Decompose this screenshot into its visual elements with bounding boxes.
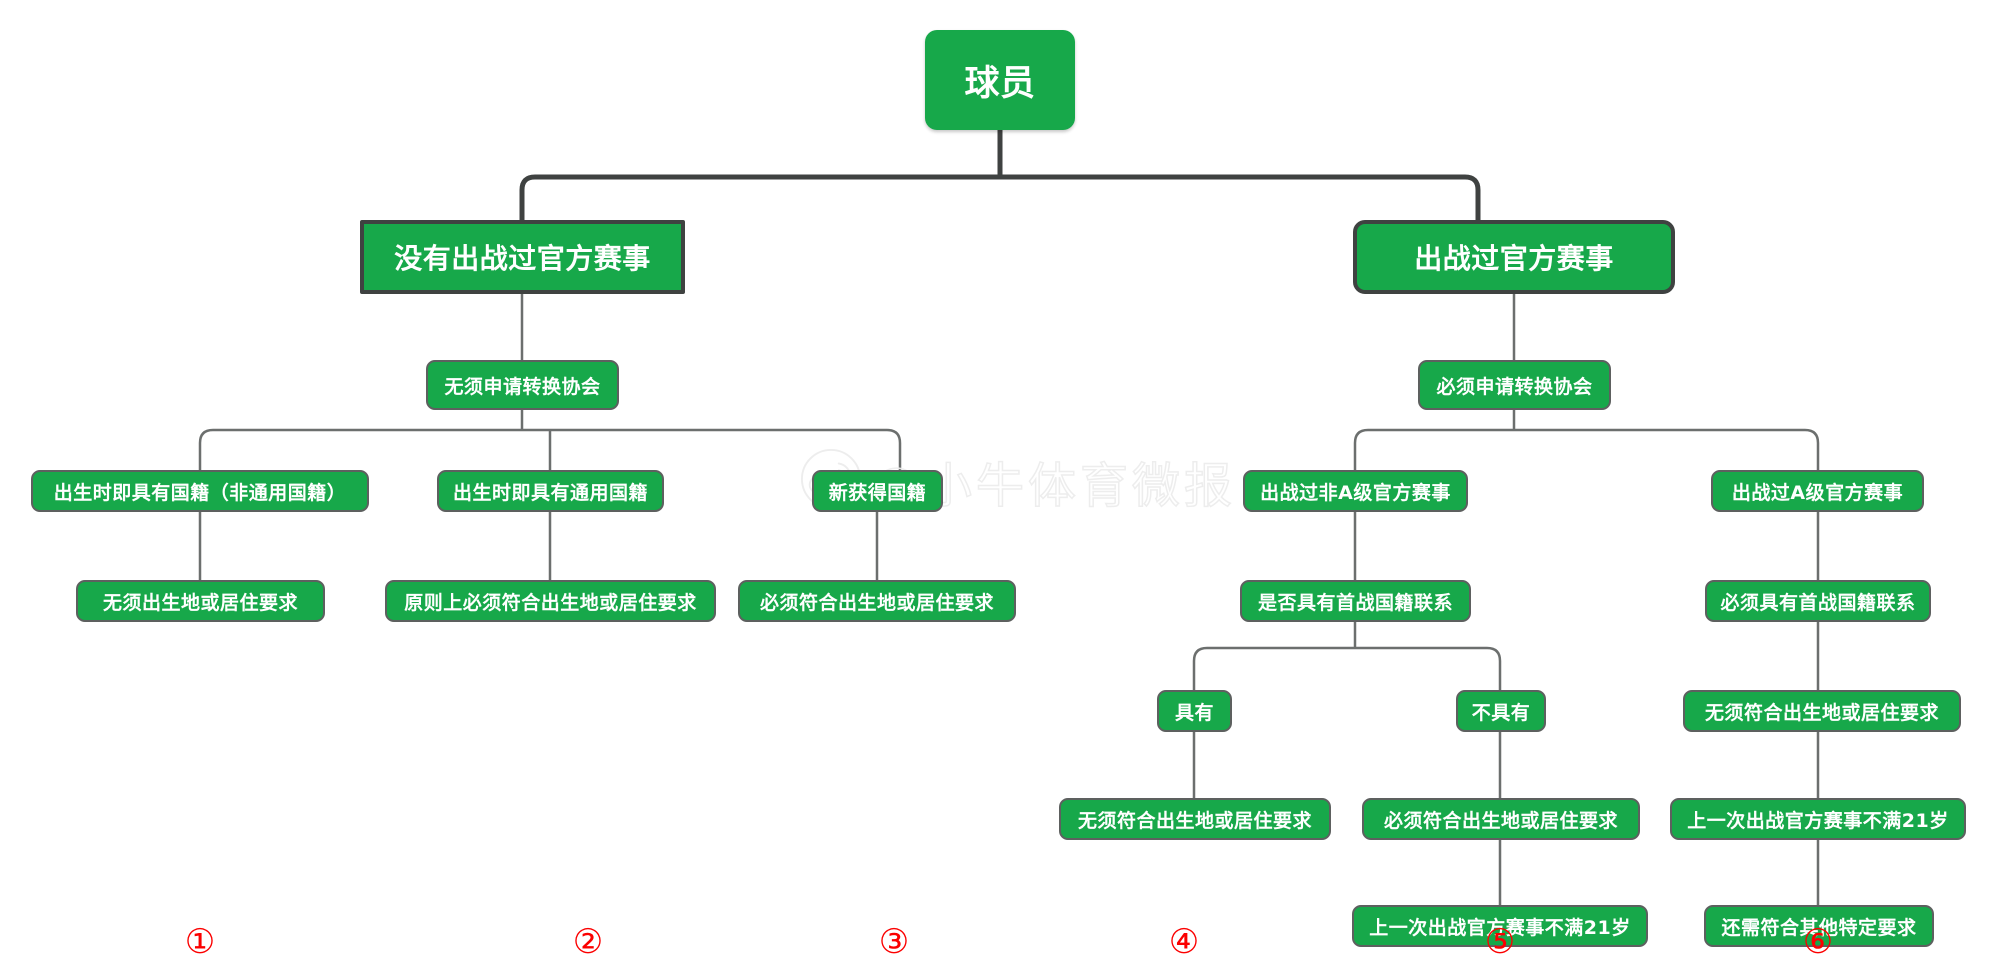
node-played-a-level-match[interactable]: 出战过A级官方赛事 [1711,470,1924,512]
marker-3: ③ [878,922,910,962]
node-no-requirement-has-link[interactable]: 无须符合出生地或居住要求 [1059,798,1331,840]
node-nationality-at-birth-common[interactable]: 出生时即具有通用国籍 [437,470,664,512]
node-under-21-last-official-match-a-level[interactable]: 上一次出战官方赛事不满21岁 [1670,798,1966,840]
node-must-meet-requirement-no-link[interactable]: 必须符合出生地或居住要求 [1362,798,1640,840]
node-other-specific-requirements[interactable]: 还需符合其他特定要求 [1704,905,1934,947]
node-must-meet-birthplace-residency-requirement-left[interactable]: 必须符合出生地或居住要求 [738,580,1016,622]
marker-6: ⑥ [1802,922,1834,962]
node-nationality-at-birth-non-common[interactable]: 出生时即具有国籍（非通用国籍） [31,470,369,512]
node-newly-acquired-nationality[interactable]: 新获得国籍 [812,470,943,512]
node-under-21-last-official-match-non-a-level[interactable]: 上一次出战官方赛事不满21岁 [1352,905,1648,947]
marker-4: ④ [1168,922,1200,962]
node-in-principle-must-meet-requirement[interactable]: 原则上必须符合出生地或居住要求 [385,580,716,622]
node-left-association[interactable]: 无须申请转换协会 [426,360,619,410]
node-right-branch[interactable]: 出战过官方赛事 [1353,220,1675,294]
node-has-first-match-nationality-link-question[interactable]: 是否具有首战国籍联系 [1240,580,1471,622]
marker-1: ① [184,922,216,962]
marker-2: ② [572,922,604,962]
marker-5: ⑤ [1484,922,1516,962]
node-played-non-a-level-match[interactable]: 出战过非A级官方赛事 [1243,470,1468,512]
node-no-requirement-a-level[interactable]: 无须符合出生地或居住要求 [1683,690,1961,732]
node-root[interactable]: 球员 [925,30,1075,130]
node-has-link-no[interactable]: 不具有 [1456,690,1546,732]
node-right-association[interactable]: 必须申请转换协会 [1418,360,1611,410]
node-no-birthplace-residency-requirement[interactable]: 无须出生地或居住要求 [76,580,325,622]
node-left-branch[interactable]: 没有出战过官方赛事 [360,220,685,294]
node-must-have-first-match-nationality-link[interactable]: 必须具有首战国籍联系 [1705,580,1931,622]
node-has-link-yes[interactable]: 具有 [1157,690,1232,732]
